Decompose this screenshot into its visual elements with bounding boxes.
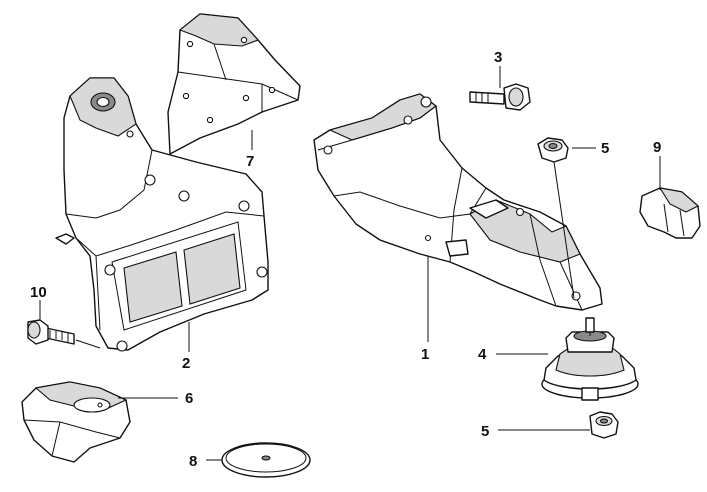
part-5-nut-upper <box>537 137 569 163</box>
part-7-heat-shield <box>167 13 301 155</box>
callout-3: 3 <box>494 49 502 66</box>
callout-labels: 1 2 3 4 5 5 6 7 8 9 10 <box>30 49 661 470</box>
leader-5-upper-drop <box>553 161 575 299</box>
part-2-support-bracket <box>55 77 269 352</box>
callout-8: 8 <box>189 453 197 470</box>
callout-1: 1 <box>421 346 429 363</box>
part-8-washer <box>221 442 311 478</box>
callout-5-lower: 5 <box>481 423 489 440</box>
callout-7: 7 <box>246 153 254 170</box>
callout-2: 2 <box>182 355 190 372</box>
callout-4: 4 <box>478 346 487 363</box>
part-10-bolt <box>27 319 75 345</box>
part-1-engine-support-arm <box>313 93 603 311</box>
leader-lines <box>39 66 661 461</box>
part-5-nut-lower <box>589 411 619 439</box>
part-6-cover <box>21 381 131 463</box>
part-4-rubber-mount <box>541 317 639 401</box>
callout-5-upper: 5 <box>601 140 609 157</box>
callout-10: 10 <box>30 284 47 301</box>
callout-6: 6 <box>185 390 193 407</box>
part-3-bolt <box>469 83 531 111</box>
part-9-clip <box>639 187 701 239</box>
callout-9: 9 <box>653 139 661 156</box>
leader-10-b <box>75 339 101 349</box>
